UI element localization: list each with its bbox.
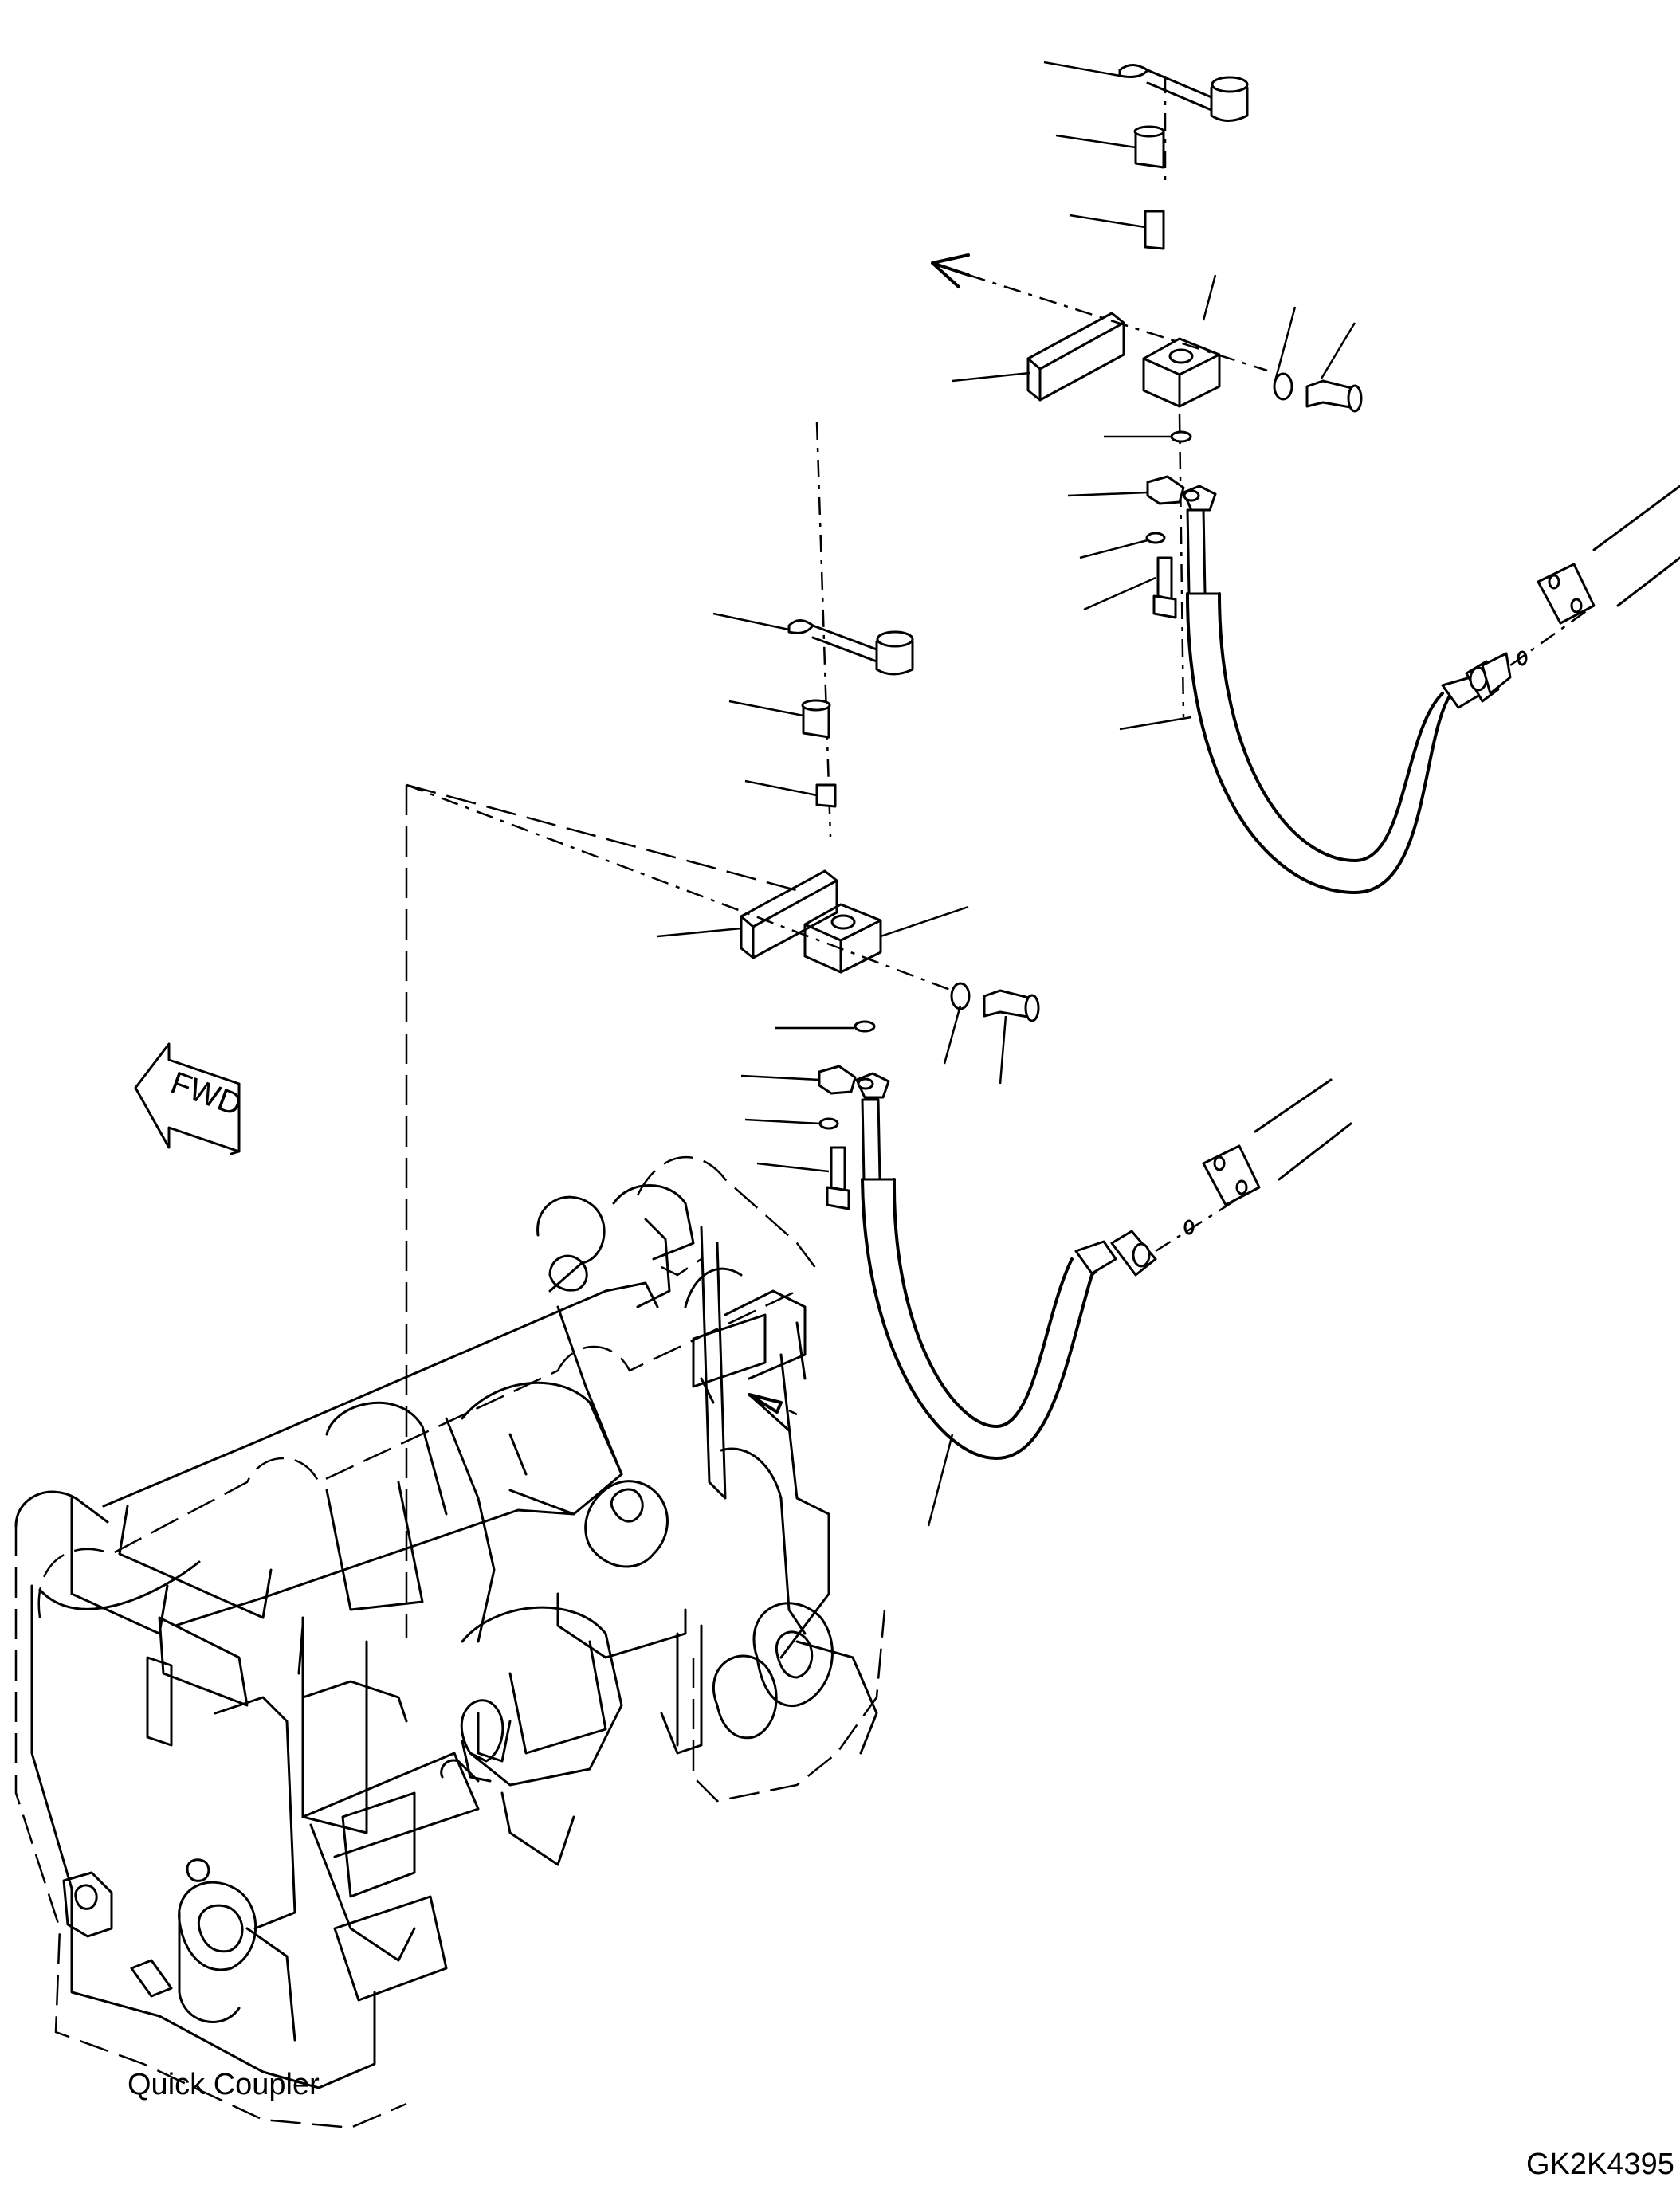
split-flange-upper	[1537, 563, 1596, 625]
clamp-bolt-upper	[1156, 556, 1173, 601]
valve-block-upper	[1142, 337, 1221, 408]
plate-upper	[1026, 312, 1125, 371]
diagram-caption: Quick Coupler	[128, 2068, 320, 2101]
valve-block-lower	[803, 903, 882, 974]
washer-lower	[950, 982, 971, 1010]
half-clamp-lower	[818, 1065, 857, 1095]
hose-upper	[1186, 592, 1472, 894]
quick-coupler-frame	[14, 783, 886, 2129]
upper-hose-assembly	[931, 61, 1680, 894]
half-clamp-upper	[1146, 475, 1185, 505]
drawing-code: GK2K4395	[1526, 2148, 1674, 2181]
split-flange-lower	[1202, 1144, 1261, 1206]
nipple-upper	[1144, 210, 1165, 250]
hose-lower	[861, 1178, 1109, 1460]
clamp-bolt-lower	[830, 1146, 846, 1192]
nipple-lower	[815, 783, 837, 808]
dust-cap-lower	[787, 619, 914, 676]
lower-hose-assembly	[406, 422, 1352, 1527]
fwd-arrow-icon: FWD	[134, 1042, 246, 1155]
washer-upper	[1273, 372, 1293, 401]
dust-cap-upper	[1118, 64, 1249, 122]
